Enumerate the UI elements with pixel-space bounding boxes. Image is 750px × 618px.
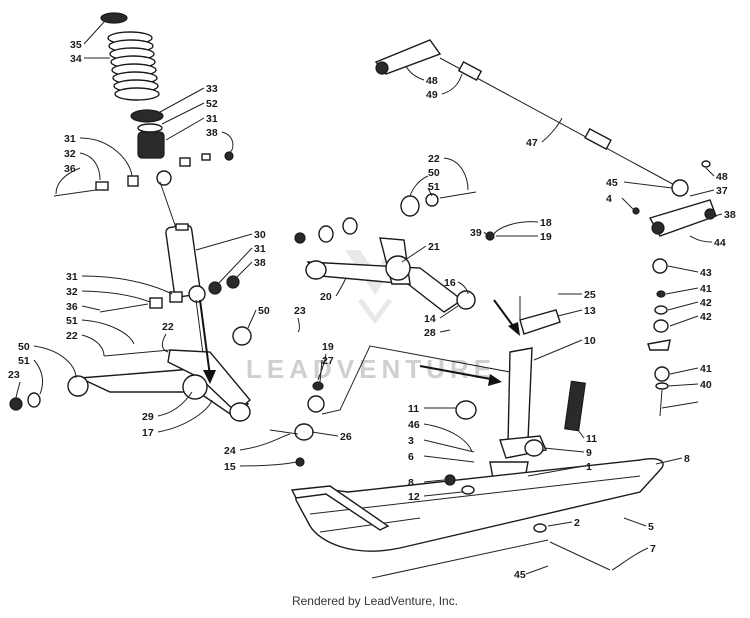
callout-51-left: 51: [18, 355, 30, 367]
callout-19-lower: 19: [322, 341, 334, 353]
coil-spring: [107, 31, 160, 101]
callout-4-right: 38: [724, 209, 736, 221]
callout-9: 1: [586, 461, 592, 473]
callout-50-mid: 50: [258, 305, 270, 317]
tie-rod-assembly: [374, 39, 717, 237]
callout-33: 33: [206, 83, 218, 95]
callout-23-left: 23: [8, 369, 20, 381]
callout-50-upper: 50: [428, 167, 440, 179]
callout-34: 34: [70, 53, 82, 65]
callout-22-mid: 22: [162, 321, 174, 333]
callout-26: 26: [340, 431, 352, 443]
callout-14: 14: [424, 313, 436, 325]
callout-42-bottom: 41: [700, 363, 712, 375]
callout-1: 8: [684, 453, 690, 465]
callout-48-right: 45: [606, 177, 618, 189]
callout-3: 6: [408, 451, 414, 463]
callout-13: 13: [584, 305, 596, 317]
callout-4-lower: 3: [408, 435, 414, 447]
callout-37: 4: [606, 193, 612, 205]
callout-8-left: 12: [408, 491, 420, 503]
callout-25: 25: [584, 289, 596, 301]
callout-46: 46: [408, 419, 420, 431]
lower-a-arm: [9, 326, 252, 422]
spindle: [455, 309, 586, 485]
callout-15: 15: [224, 461, 236, 473]
callout-18: 18: [540, 217, 552, 229]
shock-hardware: [53, 151, 240, 313]
callout-31-lower: 31: [66, 271, 78, 283]
callout-41-bottom: 40: [700, 379, 712, 391]
callout-43: 41: [700, 283, 712, 295]
callout-17: 17: [142, 427, 154, 439]
callout-35: 35: [70, 39, 82, 51]
callout-20: 20: [320, 291, 332, 303]
callout-38-top: 38: [206, 127, 218, 139]
callout-45-right: 37: [716, 185, 728, 197]
callout-8-right: 2: [574, 517, 580, 529]
callout-16: 16: [444, 277, 456, 289]
credit-line: Rendered by LeadVenture, Inc.: [291, 594, 459, 608]
spring-shock-assembly: [100, 12, 209, 393]
callout-10: 10: [584, 335, 596, 347]
ski: [290, 458, 664, 579]
callout-38-right: 44: [714, 237, 726, 249]
callout-31-mid: 31: [254, 243, 266, 255]
callout-11-right: 9: [586, 447, 592, 459]
callout-5: 7: [650, 543, 656, 555]
callout-48-top: 49: [426, 89, 438, 101]
upper-a-arm: [294, 191, 477, 313]
callout-51-upper: 51: [428, 181, 440, 193]
callout-51-lower: 51: [66, 315, 78, 327]
steering-linkage: [269, 231, 521, 467]
callout-52: 52: [206, 98, 218, 110]
callout-47: 48: [716, 171, 728, 183]
callout-2: 5: [648, 521, 654, 533]
callout-labels: 35 34 33 52 31 38 31 32 36 30 31 38 31 3…: [8, 21, 736, 581]
callout-29: 29: [142, 411, 154, 423]
callout-31-left: 31: [64, 133, 76, 145]
callout-6: 8: [408, 477, 414, 489]
callout-44: 43: [700, 267, 712, 279]
callout-11-left: 11: [408, 403, 419, 415]
callout-30: 30: [254, 229, 266, 241]
callout-12: 11: [586, 433, 597, 445]
callout-36-left: 36: [64, 163, 76, 175]
assembly-arrows: [199, 299, 520, 386]
callout-22-upper: 22: [428, 153, 440, 165]
watermark-text: LEADVENTURE: [246, 354, 496, 384]
callout-7: 45: [514, 569, 526, 581]
callout-21: 21: [428, 241, 440, 253]
callout-23-mid: 23: [294, 305, 306, 317]
callout-41-top: 42: [700, 297, 712, 309]
spindle-hardware-stack: [647, 258, 671, 417]
callout-32-left: 32: [64, 148, 76, 160]
callout-22-lower: 22: [66, 330, 78, 342]
callout-38-mid: 38: [254, 257, 266, 269]
callout-45-top: 48: [426, 75, 438, 87]
callout-24: 24: [224, 445, 236, 457]
callout-36-lower: 36: [66, 301, 78, 313]
callout-49: 47: [526, 137, 538, 149]
callout-39: 39: [470, 227, 482, 239]
callout-42-top: 42: [700, 311, 712, 323]
callout-28: 28: [424, 327, 436, 339]
callout-19-upper: 19: [540, 231, 552, 243]
callout-32-lower: 32: [66, 286, 78, 298]
callout-31-top: 31: [206, 113, 218, 125]
callout-27: 27: [322, 355, 334, 367]
callout-50-left: 50: [18, 341, 30, 353]
